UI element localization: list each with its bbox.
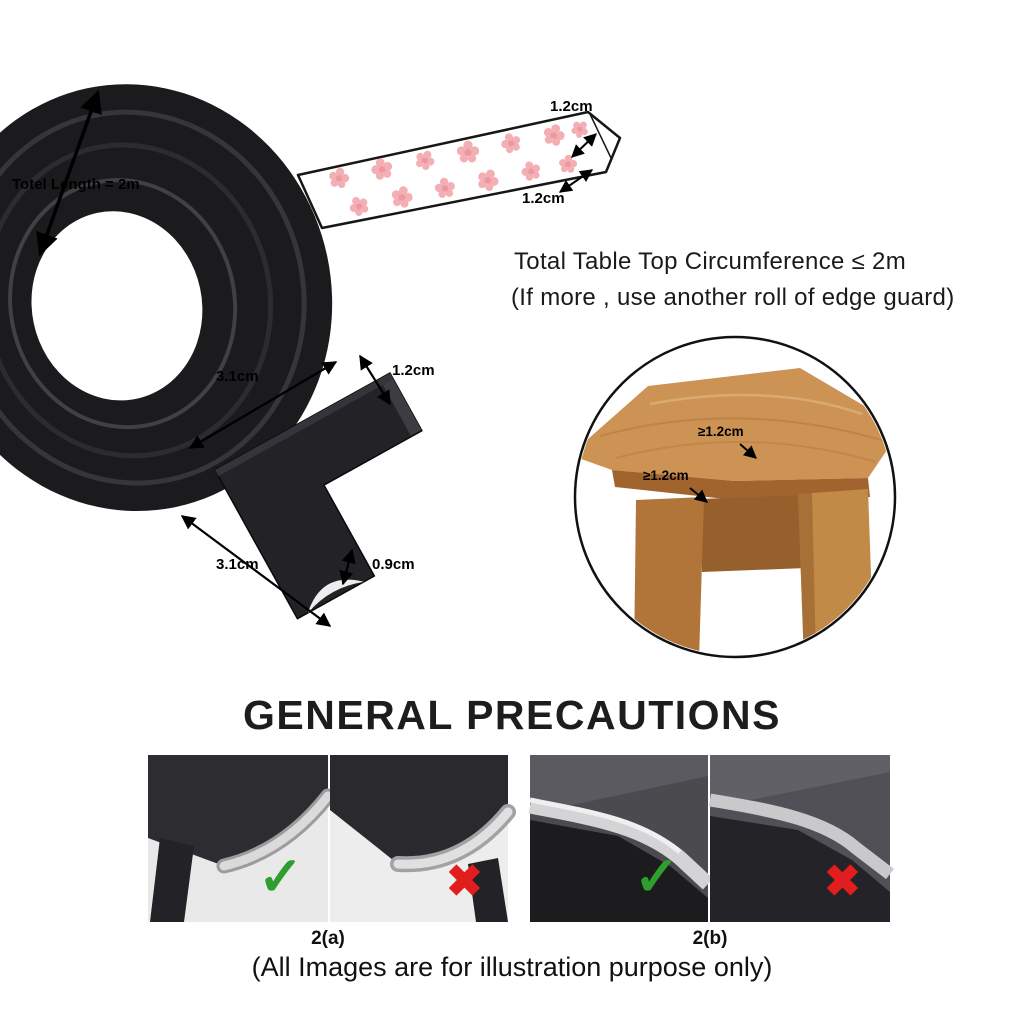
corner-dim-top-side-label: 3.1cm (216, 368, 259, 385)
precautions-title: GENERAL PRECAUTIONS (242, 692, 782, 738)
corner-guard-dimension-arrows (180, 354, 391, 627)
figure-2a-label: 2(a) (311, 928, 345, 949)
strip-dim-top-label: 1.2cm (550, 98, 593, 115)
check-icon: ✓ (634, 847, 680, 907)
corner-dim-bottom-side-label: 3.1cm (216, 556, 259, 573)
cross-icon: ✖ (824, 857, 861, 906)
edge-guard-strip (296, 110, 622, 230)
corner-dim-end-width-label: 1.2cm (392, 362, 435, 379)
table-dim-top-label: ≥1.2cm (698, 424, 744, 439)
circumference-note-line2: (If more , use another roll of edge guar… (511, 284, 955, 311)
check-icon: ✓ (258, 847, 304, 907)
total-length-label: Totel Length = 2m (12, 176, 140, 193)
table-dim-side-label: ≥1.2cm (643, 468, 689, 483)
figure-2b-label: 2(b) (692, 928, 728, 949)
circumference-note-line1: Total Table Top Circumference ≤ 2m (514, 248, 906, 275)
illustration-disclaimer: (All Images are for illustration purpose… (251, 952, 773, 982)
table-corner-photo (573, 335, 897, 659)
corner-dim-wall-thickness-label: 0.9cm (372, 556, 415, 573)
precaution-figure-2a (148, 755, 516, 922)
strip-dim-bottom-label: 1.2cm (522, 190, 565, 207)
precaution-figure-2b (528, 755, 894, 922)
roll-dimension-arrows (36, 89, 597, 257)
cross-icon: ✖ (446, 857, 483, 906)
